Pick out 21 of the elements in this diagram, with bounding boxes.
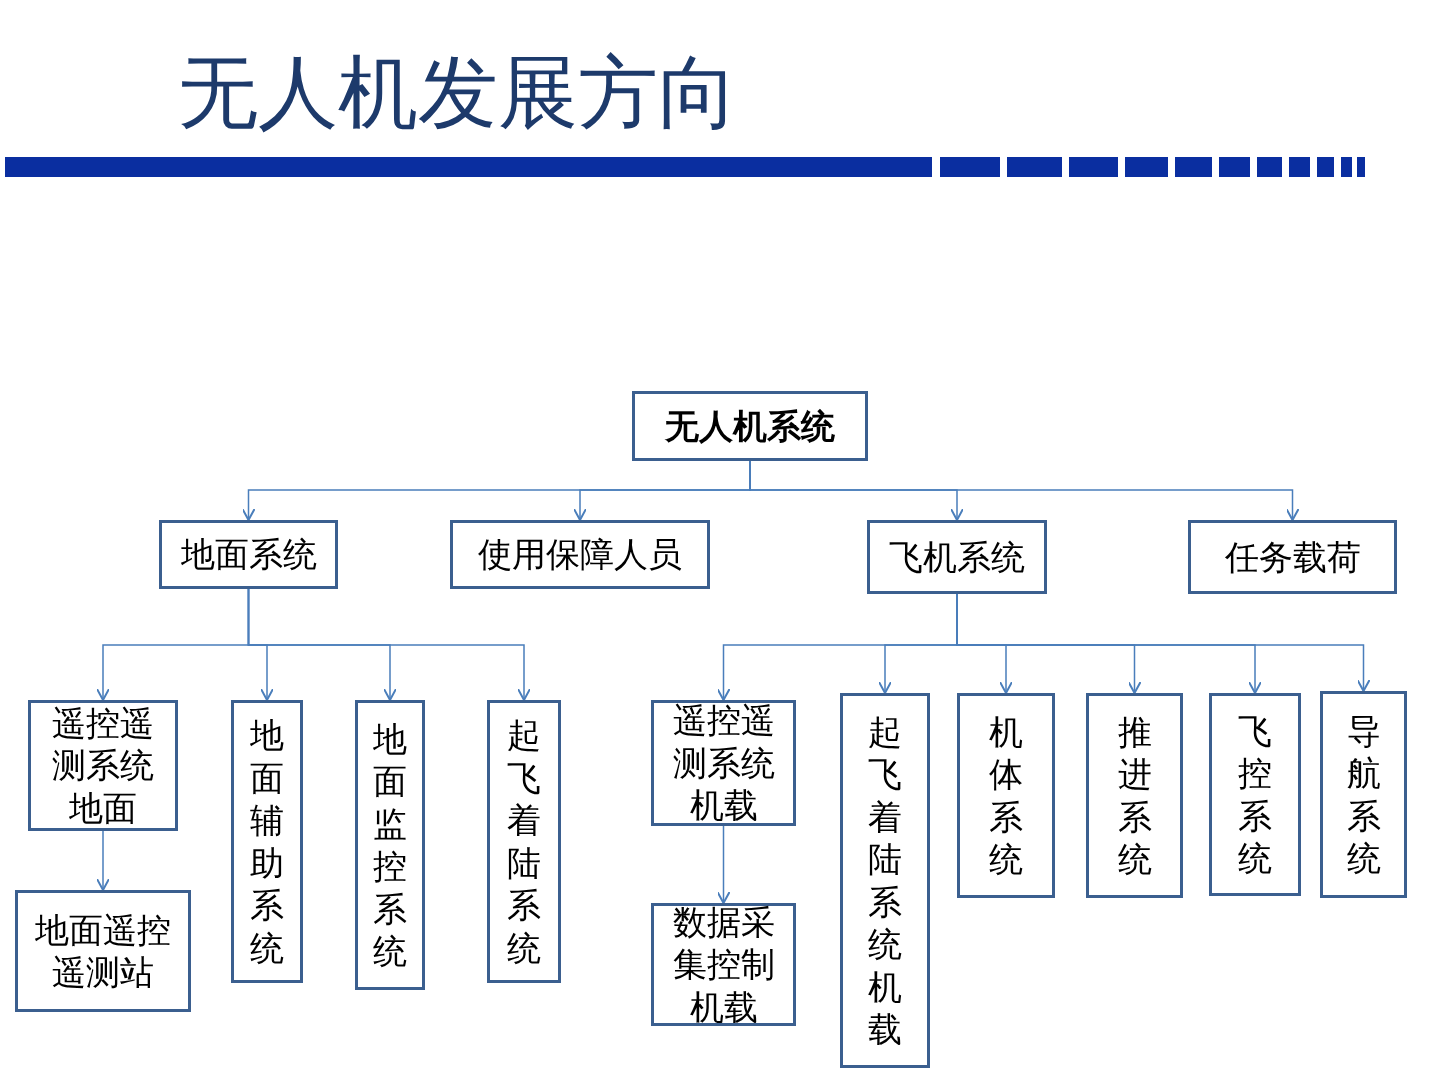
vertical-box: 起飞着陆系统 bbox=[487, 700, 561, 983]
system-box: 使用保障人员 bbox=[450, 520, 710, 589]
vertical-box: 机体系统 bbox=[957, 693, 1055, 898]
system-box: 任务载荷 bbox=[1188, 520, 1397, 594]
vertical-box: 推进系统 bbox=[1086, 693, 1183, 898]
vertical-box: 起飞着陆系统机载 bbox=[840, 693, 930, 1068]
slide-title: 无人机发展方向 bbox=[178, 45, 738, 141]
vertical-box: 飞控系统 bbox=[1209, 693, 1301, 896]
arrow bbox=[247, 588, 531, 701]
arrow bbox=[96, 830, 110, 891]
system-box: 遥控遥测系统地面 bbox=[28, 700, 178, 831]
vertical-box: 导航系统 bbox=[1320, 691, 1407, 898]
system-box: 飞机系统 bbox=[867, 520, 1047, 594]
system-box: 遥控遥测系统机载 bbox=[651, 700, 796, 826]
system-box: 地面系统 bbox=[159, 520, 338, 589]
vertical-box: 地面辅助系统 bbox=[231, 700, 303, 983]
system-box: 地面遥控遥测站 bbox=[15, 890, 191, 1012]
arrow bbox=[716, 825, 731, 904]
vertical-box: 地面监控系统 bbox=[355, 700, 425, 990]
system-box: 数据采集控制机载 bbox=[651, 903, 796, 1026]
system-box: 无人机系统 bbox=[632, 391, 868, 461]
